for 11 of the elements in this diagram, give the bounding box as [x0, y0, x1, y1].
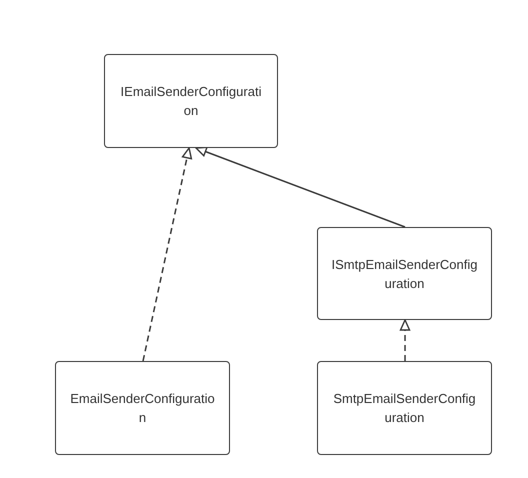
class-name: SmtpEmailSenderConfiguration [332, 390, 477, 427]
class-name: ISmtpEmailSenderConfiguration [331, 256, 478, 292]
class-box [55, 361, 230, 455]
class-box [104, 54, 278, 148]
class-name: EmailSenderConfiguration [69, 390, 216, 427]
class-name: IEmailSenderConfiguration [120, 83, 262, 120]
dashed-arrow [142, 147, 192, 362]
class-box [317, 361, 492, 455]
arrow [195, 146, 406, 228]
class-box [317, 227, 492, 320]
dashed-arrow [400, 319, 410, 361]
